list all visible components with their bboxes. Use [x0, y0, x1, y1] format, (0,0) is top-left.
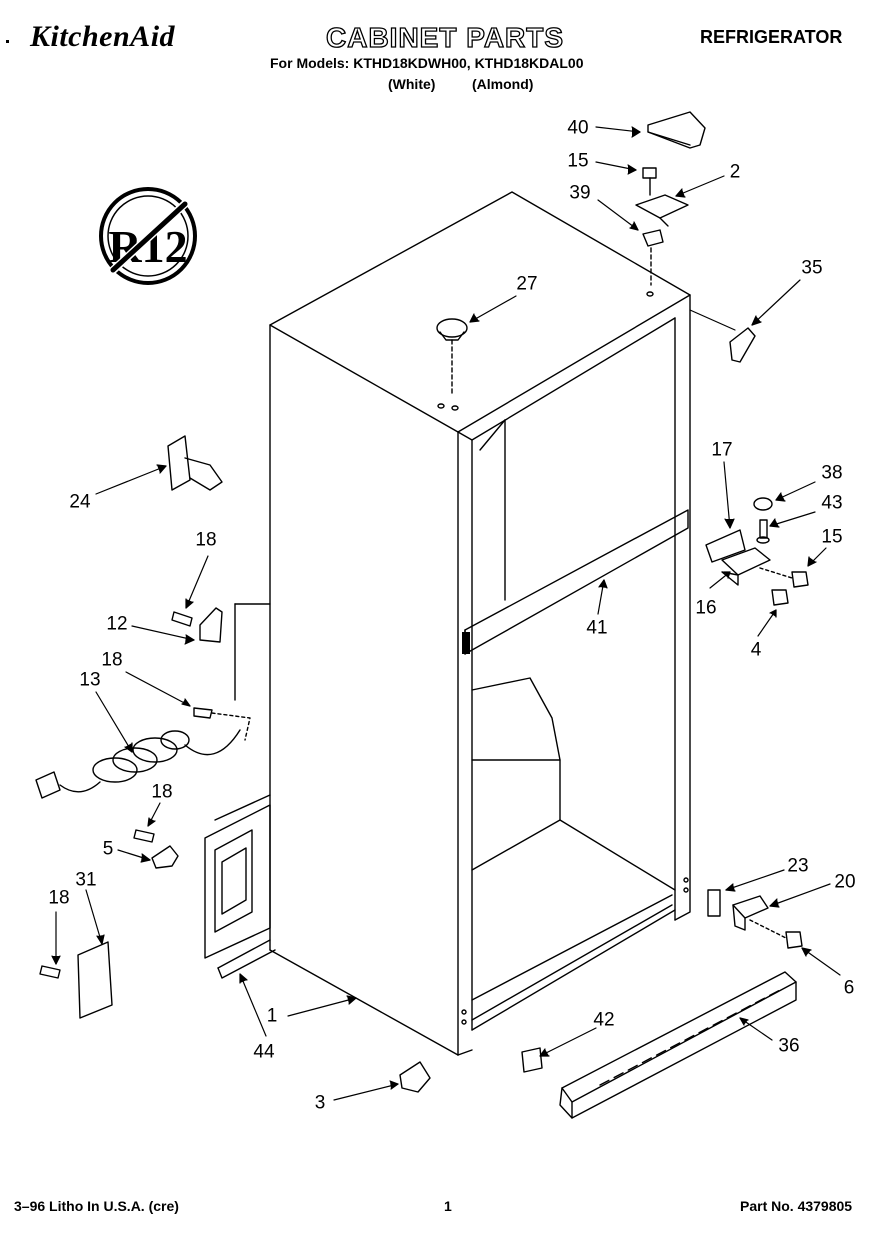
part-15-screw-top: [642, 167, 657, 196]
variant-white: (White): [388, 76, 436, 92]
part-42-glide: [521, 1047, 543, 1073]
part-36-base-grille: [559, 971, 797, 1119]
callout-35: 35: [801, 257, 823, 279]
callout-3: 3: [314, 1092, 326, 1114]
callout-39: 39: [569, 182, 591, 204]
callout-31: 31: [75, 869, 97, 891]
part-24-drain: [167, 435, 223, 491]
part-39-shim: [642, 229, 664, 286]
part-27-plug: [436, 318, 468, 396]
callout-5: 5: [102, 838, 114, 860]
callout-15-side: 15: [821, 526, 843, 548]
no-r12-badge: R12: [99, 187, 197, 285]
part-3-cam: [399, 1061, 431, 1093]
callout-43: 43: [821, 492, 843, 514]
models-line: For Models: KTHD18KDWH00, KTHD18KDAL00: [270, 55, 584, 71]
part-12-clamp: [199, 607, 223, 643]
leader-arrows: [51, 126, 841, 1101]
part-5-clip: [151, 845, 179, 869]
callout-18-d: 18: [48, 887, 70, 909]
callout-17: 17: [711, 439, 733, 461]
callout-42: 42: [593, 1009, 615, 1031]
footer-print-info: 3–96 Litho In U.S.A. (cre): [14, 1198, 179, 1214]
callout-27: 27: [516, 273, 538, 295]
part-43-pin: [756, 519, 770, 544]
callout-15-top: 15: [567, 150, 589, 172]
callout-1: 1: [266, 1005, 278, 1027]
callout-12: 12: [106, 613, 128, 635]
callout-18-c: 18: [151, 781, 173, 803]
footer-page-number: 1: [444, 1198, 452, 1214]
callout-18-a: 18: [195, 529, 217, 551]
part-16-hinge: [721, 547, 771, 586]
callout-4: 4: [750, 639, 762, 661]
footer-part-number: Part No. 4379805: [740, 1198, 853, 1214]
callout-38: 38: [821, 462, 843, 484]
callout-40: 40: [567, 117, 589, 139]
page-title: CABINET PARTS: [325, 21, 565, 53]
part-15-screw-side: [759, 567, 809, 588]
category-label: REFRIGERATOR: [700, 27, 843, 47]
part-40-hinge-cover: [647, 111, 706, 149]
part-17-bracket: [705, 529, 746, 563]
part-18-screw-c: [133, 829, 155, 843]
part-13-power-cord: [35, 729, 241, 799]
callout-24: 24: [69, 491, 91, 513]
callout-2: 2: [729, 161, 741, 183]
callout-44: 44: [253, 1041, 275, 1063]
part-18-screw-d: [39, 965, 61, 979]
callout-16: 16: [695, 597, 717, 619]
callout-41: 41: [586, 617, 608, 639]
callout-13: 13: [79, 669, 101, 691]
part-31-cover: [77, 941, 113, 1019]
part-20-bottom-hinge: [732, 895, 769, 931]
callout-20: 20: [834, 871, 856, 893]
registration-mark: [6, 40, 9, 43]
part-38-washer: [753, 497, 773, 511]
part-4-screw: [771, 589, 789, 606]
callout-18-b: 18: [101, 649, 123, 671]
part-18-screw-a: [171, 611, 193, 627]
variant-almond: (Almond): [472, 76, 534, 92]
part-35-clip: [729, 327, 756, 363]
part-2-top-hinge: [635, 194, 689, 227]
brand-logo: KitchenAid: [30, 20, 176, 53]
part-18-screw-b: [193, 707, 251, 741]
refrigerator-cabinet: [204, 191, 691, 1056]
callout-36: 36: [778, 1035, 800, 1057]
callout-23: 23: [787, 855, 809, 877]
part-44-bracket: [217, 949, 276, 979]
part-23-shim: [707, 889, 721, 917]
part-6-screw: [749, 919, 803, 949]
callout-6: 6: [843, 977, 855, 999]
